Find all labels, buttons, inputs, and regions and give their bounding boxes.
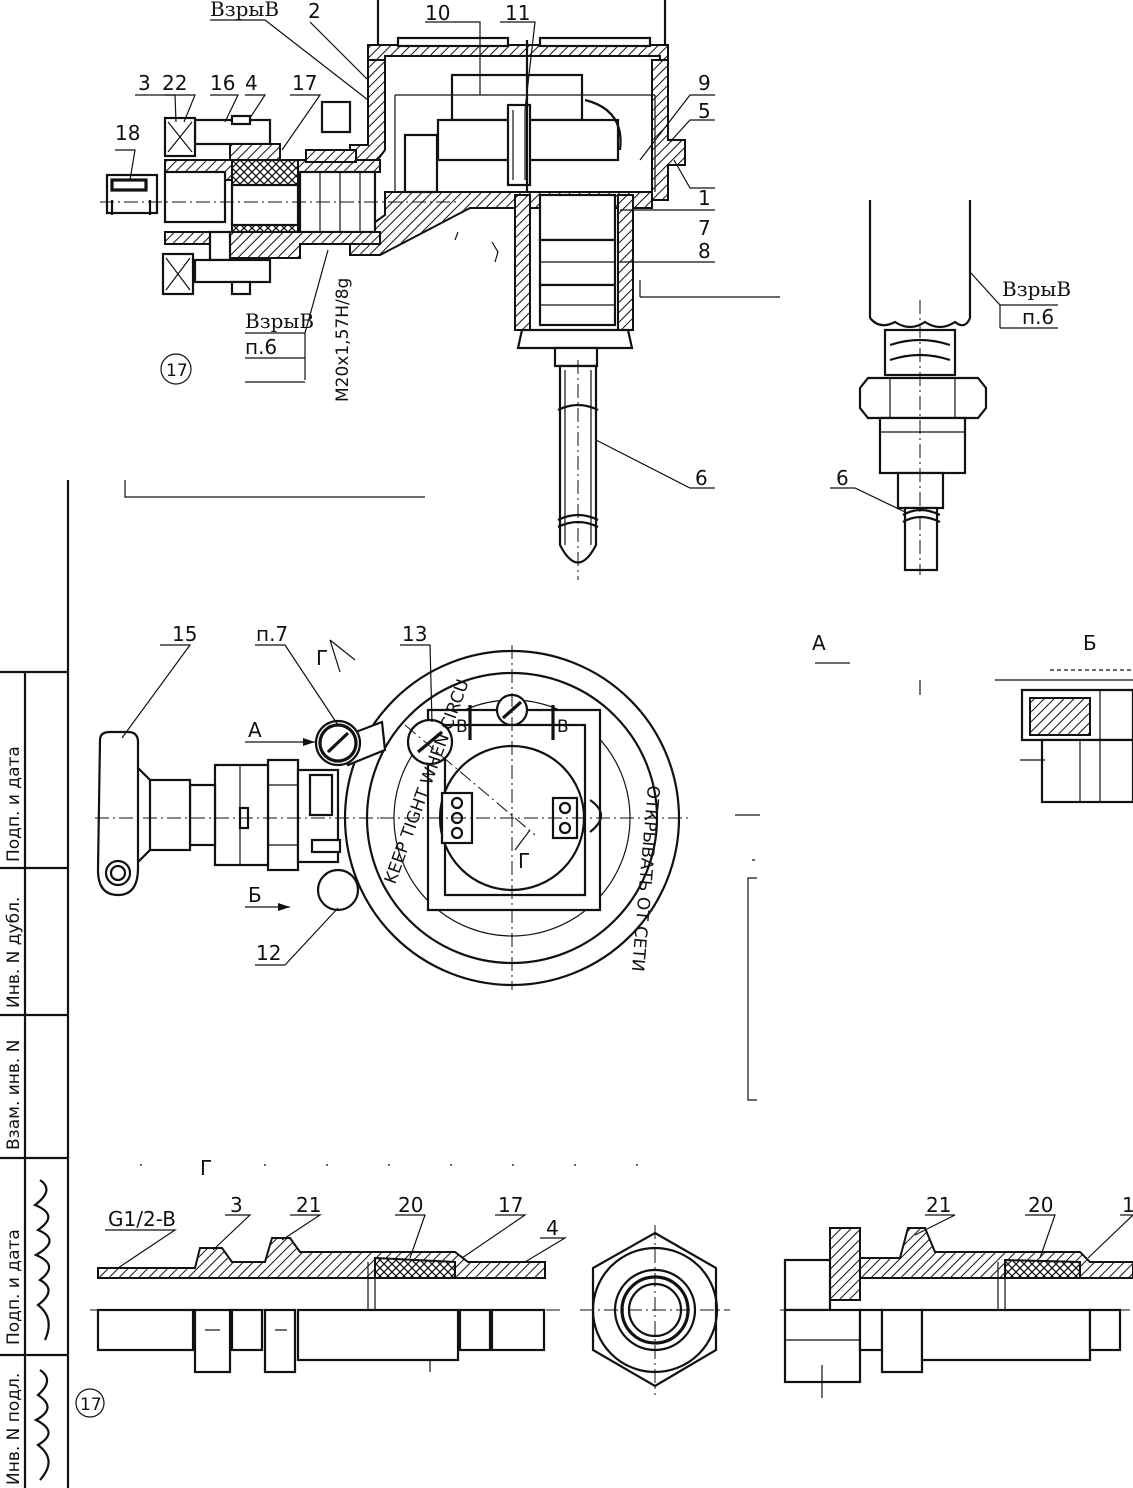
section-v-left: В (456, 717, 468, 737)
hex-coupling (266, 758, 300, 872)
callout-13: 13 (402, 622, 427, 646)
callout-12: 12 (256, 941, 281, 965)
hex-nut (858, 376, 988, 420)
callout-15: 15 (172, 622, 197, 646)
section-v-right: В (557, 717, 569, 737)
gland-callout-20: 20 (398, 1193, 423, 1217)
callout-3: 3 (138, 71, 151, 95)
callout-7: 7 (698, 216, 711, 240)
callout-6: 6 (695, 466, 708, 490)
callout-8: 8 (698, 239, 711, 263)
arrow-b-label: Б (248, 883, 262, 907)
view-b-title: Б (1083, 631, 1097, 655)
tb-podp-data-2: Подп. и дата (4, 1229, 24, 1345)
ring-text-russian: ОТКРЫВАТЬ ОТ СЕТИ (627, 785, 663, 973)
callout-11: 11 (505, 1, 530, 25)
tb-vzam-inv: Взам. инв. N (4, 1040, 24, 1150)
callout-1: 1 (698, 186, 711, 210)
gland-body-right (859, 1227, 1133, 1279)
callout-10: 10 (425, 1, 450, 25)
callout-6b: 6 (836, 466, 849, 490)
label-p7: п.7 (256, 622, 288, 646)
inventory-number-handwritten (33, 1369, 50, 1481)
gland-callout-3: 3 (230, 1193, 243, 1217)
sensor-element-7 (538, 193, 617, 242)
tb-inv-dubl: Инв. N дубл. (4, 897, 24, 1008)
view-a-title: А (812, 631, 826, 655)
title-block-strip (0, 480, 70, 1488)
callout-18: 18 (115, 121, 140, 145)
gland-body-left (97, 1237, 546, 1279)
housing-cover (367, 44, 669, 61)
label-p6-2: п.6 (1022, 305, 1054, 329)
signature (32, 1179, 51, 1341)
section-view-top (100, 0, 780, 580)
labels: ВзрыВ 2 10 11 9 5 1 7 8 3 22 16 4 17 18 … (4, 0, 1133, 1485)
gland-callout-17: 17 (498, 1193, 523, 1217)
partial-views-right (735, 662, 1133, 1101)
housing-wall-left (349, 59, 386, 163)
housing-wall-right (651, 59, 686, 201)
callout-22: 22 (162, 71, 187, 95)
tb-inv-podl: Инв. N подл. (4, 1373, 24, 1485)
callout-2: 2 (308, 0, 321, 23)
label-vzryv-1: ВзрыВ (210, 0, 279, 21)
plan-view: KEEP TIGHT WHEN CIRCU ОТКРЫВАТЬ ОТ СЕТИ (95, 639, 690, 990)
tb-podp-data-1: Подп. и дата (4, 746, 24, 862)
label-p6-1: п.6 (245, 335, 277, 359)
callout-9: 9 (698, 71, 711, 95)
gland-view (90, 1164, 1133, 1398)
callout-5: 5 (698, 99, 711, 123)
circle-17-top: 17 (166, 361, 188, 381)
seal-20 (374, 1256, 456, 1279)
arrow-a-label: А (248, 718, 262, 742)
label-vzryv-2: ВзрыВ (245, 309, 314, 333)
sensor-neck (514, 194, 531, 331)
circle-17-bottom: 17 (80, 1395, 102, 1415)
gland-callout-21b: 21 (926, 1193, 951, 1217)
label-vzryv-3: ВзрыВ (1002, 277, 1071, 301)
seal-ring-17 (231, 159, 299, 186)
callout-16: 16 (210, 71, 235, 95)
callout-17: 17 (292, 71, 317, 95)
thread-spec: M20x1,57H/8g (333, 278, 353, 402)
gland-callout-4: 4 (546, 1216, 559, 1240)
gland-callout-21: 21 (296, 1193, 321, 1217)
gland-callout-20b: 20 (1028, 1193, 1053, 1217)
thread-g12b: G1/2-B (108, 1207, 176, 1231)
knob-15 (96, 730, 140, 897)
probe-side-view (830, 200, 1058, 575)
gland-callout-1b: 1 (1122, 1193, 1133, 1217)
port-12 (316, 868, 360, 912)
callout-4: 4 (245, 71, 258, 95)
section-gamma: Г (316, 646, 328, 670)
section-gamma-center: Г (518, 849, 530, 873)
view-gamma-title: Г (200, 1156, 212, 1180)
